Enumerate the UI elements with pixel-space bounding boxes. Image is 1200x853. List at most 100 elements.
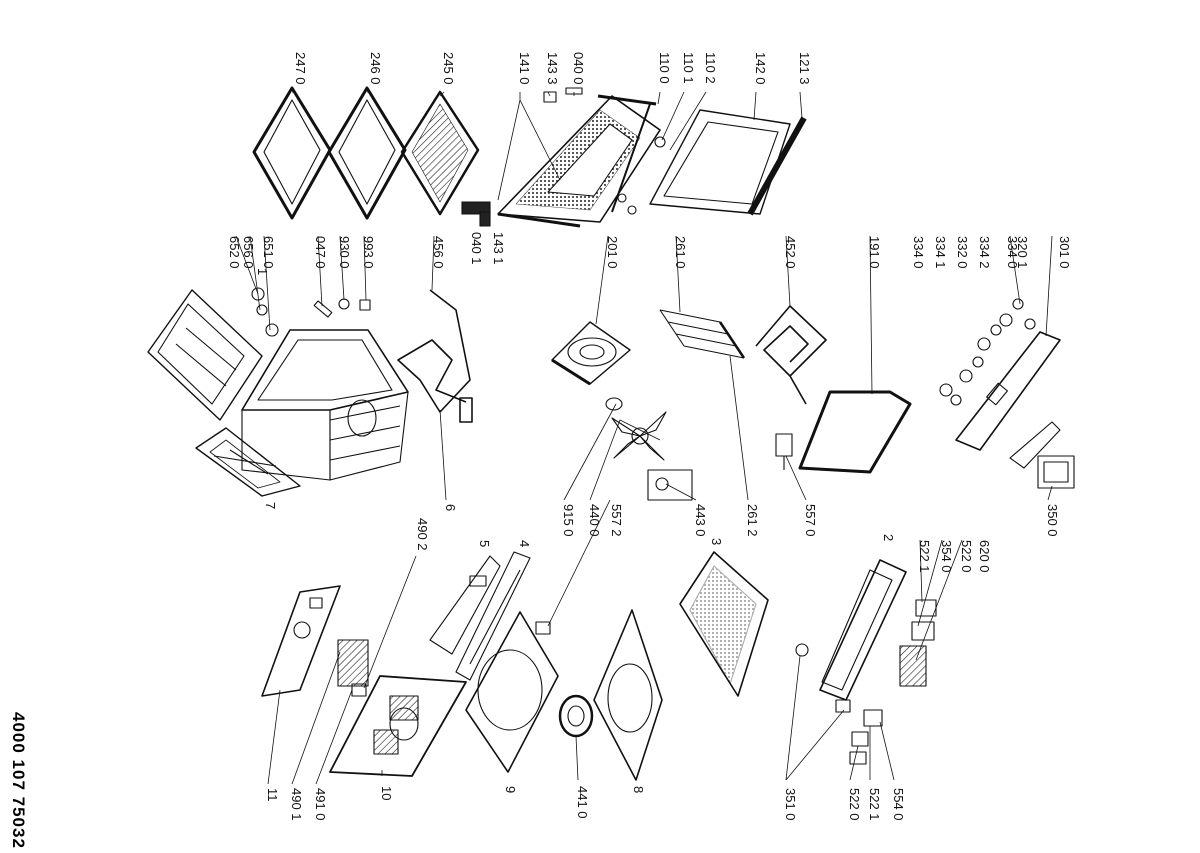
guide-rail-part	[455, 551, 531, 681]
door-gasket-part	[798, 390, 912, 474]
grill-tray-part	[400, 90, 480, 216]
part-label: 334 1	[933, 236, 948, 269]
door-inner-part	[497, 87, 661, 228]
part-label: 656 0	[241, 236, 256, 269]
part-label: 441 0	[575, 786, 590, 819]
part-label: 301 0	[1057, 236, 1072, 269]
door-outer-glass-part	[649, 109, 791, 215]
part-label: 554 0	[891, 788, 906, 821]
part-label: 5	[477, 540, 492, 547]
part-label: 11	[265, 788, 280, 802]
part-label: 7	[263, 502, 278, 509]
grill-element-part	[397, 289, 473, 423]
rear-frame-part	[195, 427, 301, 497]
timer-part	[1037, 455, 1075, 489]
hinge-part	[461, 201, 491, 227]
part-label: 522 0	[847, 788, 862, 821]
part-label: 332 0	[955, 236, 970, 269]
part-label: 121 3	[797, 52, 812, 85]
part-label: 354 0	[939, 540, 954, 573]
part-label: 3	[709, 538, 724, 545]
fan-blade-part	[605, 397, 667, 461]
part-label: 452 0	[783, 236, 798, 269]
part-label: 351 0	[783, 788, 798, 821]
part-label: 143 1	[491, 232, 506, 265]
part-label: 440 0	[587, 504, 602, 537]
part-label: 443 0	[693, 504, 708, 537]
oven-cavity-part	[241, 329, 409, 481]
part-label: 040 0	[571, 52, 586, 85]
part-label: 350 0	[1045, 504, 1060, 537]
part-label: 320 1	[1015, 236, 1030, 269]
part-label: 040 1	[469, 232, 484, 265]
part-label: 047 0	[313, 236, 328, 269]
part-label: 915 0	[561, 504, 576, 537]
part-label: 8	[631, 786, 646, 793]
part-label: 110 0	[657, 52, 672, 84]
part-label: 652 0	[227, 236, 242, 269]
part-label: 522 1	[867, 788, 882, 821]
rack-part	[252, 86, 332, 220]
small-fastener-part	[313, 298, 371, 318]
part-label: 522 0	[959, 540, 974, 573]
lamp-holder-part	[795, 643, 883, 765]
part-label: 10	[379, 786, 394, 800]
part-label: 4	[517, 540, 532, 547]
control-knob-part	[939, 298, 1036, 406]
part-label: 930 0	[337, 236, 352, 269]
part-label: 201 0	[605, 236, 620, 269]
document-number: 4000 107 75032	[9, 712, 28, 849]
part-label: 557 2	[609, 504, 624, 537]
part-label: 246 0	[368, 52, 383, 85]
part-label: 9	[503, 786, 518, 793]
knob-part	[251, 287, 279, 337]
top-cover-part	[147, 289, 263, 421]
part-label: 191 0	[867, 236, 882, 269]
electrical-box-part	[899, 599, 937, 687]
bracket-part	[429, 555, 501, 655]
door-handle-part	[747, 116, 807, 216]
thermostat-part	[775, 433, 793, 470]
part-label: 110 1	[681, 52, 696, 84]
door-glass-part	[611, 103, 666, 215]
part-label: 247 0	[293, 52, 308, 85]
front-frame-part	[261, 585, 341, 697]
heating-element-part	[755, 305, 827, 405]
part-label: 490 2	[415, 518, 430, 551]
part-label: 142 0	[753, 52, 768, 85]
terminal-block-part	[337, 639, 369, 697]
fan-cover-part	[593, 609, 663, 781]
side-panel-part	[679, 551, 769, 697]
fan-motor-part	[647, 469, 693, 501]
part-label: 334 0	[1005, 236, 1020, 269]
part-label: 557 0	[803, 504, 818, 537]
part-label: 6	[443, 504, 458, 511]
part-label: 2	[881, 534, 896, 541]
rack-part	[327, 86, 407, 220]
part-label: 143 3	[545, 52, 560, 85]
ring-element-part	[558, 694, 594, 738]
part-label: 490 1	[289, 788, 304, 821]
part-label: 261 0	[673, 236, 688, 269]
part-label: 456 0	[431, 236, 446, 269]
part-label: 1	[255, 268, 270, 275]
rear-cover-part	[465, 611, 559, 773]
control-panel-part	[955, 331, 1061, 469]
base-tray-part	[819, 559, 907, 701]
part-label: 261 2	[745, 504, 760, 537]
part-label: 245 0	[441, 52, 456, 85]
side-rail-part	[659, 309, 746, 359]
thermal-cutout-part	[535, 621, 551, 635]
rear-panel-part	[551, 321, 631, 386]
part-label: 651 0	[261, 236, 276, 269]
part-label: 110 2	[703, 52, 718, 84]
part-label: 334 2	[977, 236, 992, 269]
part-label: 522 1	[917, 540, 932, 573]
part-label: 334 0	[911, 236, 926, 269]
part-label: 993 0	[361, 236, 376, 269]
part-label: 141 0	[517, 52, 532, 85]
base-plate-part	[329, 675, 467, 777]
part-label: 620 0	[977, 540, 992, 573]
